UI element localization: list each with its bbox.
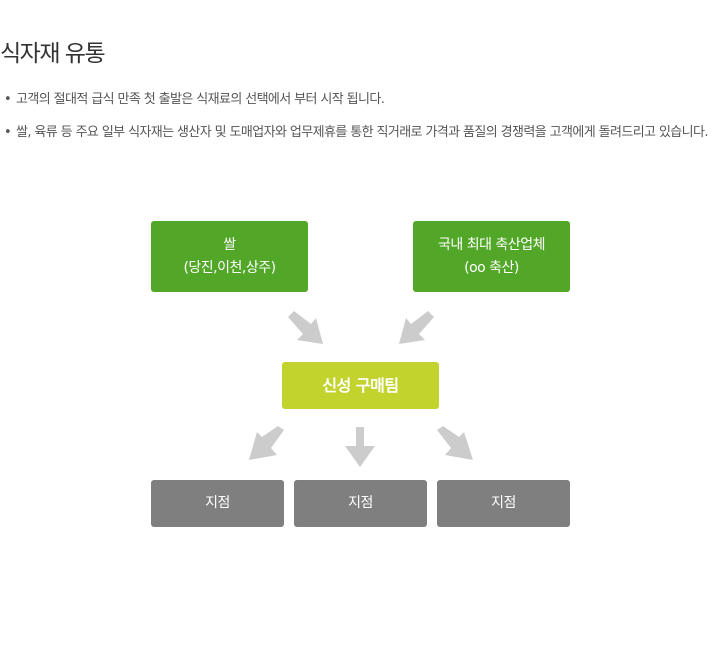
description-list: • 고객의 절대적 급식 만족 첫 출발은 식재료의 선택에서 부터 시작 됩니… [0,88,720,154]
branch-box: 지점 [151,480,284,527]
bullet-icon: • [4,92,12,107]
purchasing-team-box: 신성 구매팀 [282,362,439,409]
arrow-down-left-icon [399,311,434,344]
arrow-down-right-icon [288,311,323,344]
branch-label: 지점 [491,495,516,511]
supplier-detail: (당진,이천,상주) [183,259,276,276]
description-text: 쌀, 육류 등 주요 일부 식자재는 생산자 및 도매업자와 업무제휴를 통한 … [16,125,709,140]
supplier-name: 쌀 [223,236,236,253]
branch-label: 지점 [205,495,230,511]
purchasing-team-label: 신성 구매팀 [322,376,399,395]
branch-box: 지점 [437,480,570,527]
arrow-down-right-icon [437,426,473,460]
supplier-name: 국내 최대 축산업체 [438,236,545,253]
description-text: 고객의 절대적 급식 만족 첫 출발은 식재료의 선택에서 부터 시작 됩니다. [16,92,385,107]
supplier-detail: (oo 축산) [464,259,519,276]
description-item: • 고객의 절대적 급식 만족 첫 출발은 식재료의 선택에서 부터 시작 됩니… [0,88,720,111]
branch-label: 지점 [348,495,373,511]
page-title: 식자재 유통 [0,41,106,67]
arrow-down-icon [345,427,375,467]
bullet-icon: • [4,125,12,140]
supplier-box-meat: 국내 최대 축산업체 (oo 축산) [413,221,570,292]
supplier-box-rice: 쌀 (당진,이천,상주) [151,221,308,292]
description-item: • 쌀, 육류 등 주요 일부 식자재는 생산자 및 도매업자와 업무제휴를 통… [0,121,720,144]
arrow-down-left-icon [249,426,284,460]
branch-box: 지점 [294,480,427,527]
